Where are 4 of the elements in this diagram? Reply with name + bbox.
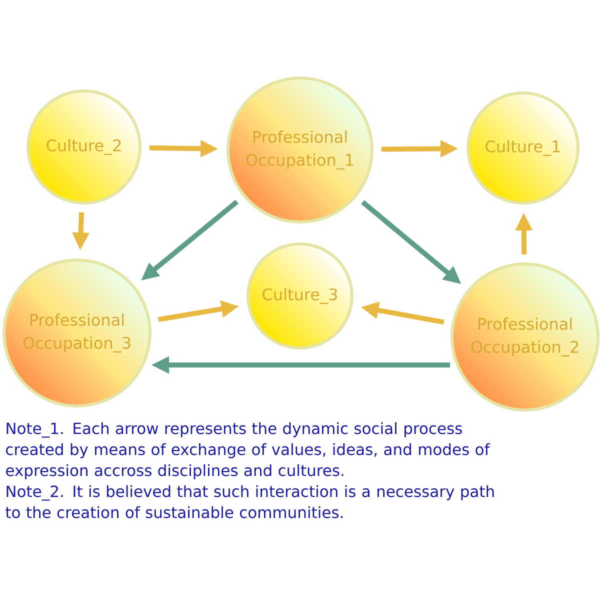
note-text: Note_1. Each arrow represents the dynamic social process created by means of exchange of values, ideas, and modes of expression accross disciplines and cultures. — [6, 422, 490, 480]
note-text: Note_2. It is believed that such interaction is a necessary path to the creation of sustainable communities. — [6, 485, 494, 518]
circle-node: Professional Occupation_2 — [450, 262, 600, 412]
circle-node: Professional Occupation_3 — [2, 258, 152, 408]
